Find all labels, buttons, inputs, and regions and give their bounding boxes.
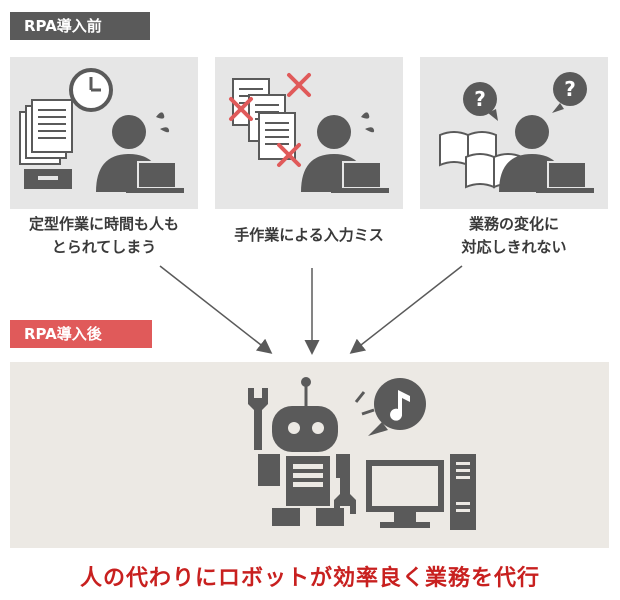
panel-routine-work <box>10 57 198 209</box>
caption-line: 手作業による入力ミス <box>234 226 384 244</box>
laptop-icon <box>536 161 594 193</box>
document-stack-icon <box>19 99 73 189</box>
question-bubble-icon: ? ? <box>463 72 587 121</box>
caption-manual-errors: 手作業による入力ミス <box>209 224 409 247</box>
caption-line: 業務の変化に <box>468 215 559 233</box>
after-rpa-tag: RPA導入後 <box>10 320 152 348</box>
caption-business-changes: 業務の変化に 対応しきれない <box>414 213 614 259</box>
panel-business-changes: ? ? <box>420 57 608 209</box>
robot-icon <box>258 377 375 526</box>
error-x-icon <box>229 73 311 167</box>
caption-line: 対応しきれない <box>461 238 567 256</box>
arrow-right <box>349 265 463 354</box>
laptop-icon <box>126 161 184 193</box>
result-statement: 人の代わりにロボットが効率良く業務を代行 <box>79 566 540 591</box>
music-note-bubble-icon <box>368 378 426 436</box>
svg-text:?: ? <box>474 87 486 111</box>
svg-text:?: ? <box>564 77 576 101</box>
laptop-icon <box>331 161 389 193</box>
before-rpa-tag: RPA導入前 <box>10 12 150 40</box>
after-rpa-panel <box>10 362 609 548</box>
caption-line: とられてしまう <box>51 238 157 256</box>
sweat-icon <box>156 112 170 133</box>
desktop-computer-icon <box>366 454 476 530</box>
caption-routine-work: 定型作業に時間も人も とられてしまう <box>4 213 204 259</box>
arrow-left <box>159 265 273 354</box>
sweat-icon <box>361 112 375 133</box>
caption-line: 定型作業に時間も人も <box>28 215 179 233</box>
document-icon <box>232 78 296 160</box>
panel-manual-errors <box>215 57 403 209</box>
wrench-icon <box>248 388 356 514</box>
clock-icon <box>69 68 113 112</box>
